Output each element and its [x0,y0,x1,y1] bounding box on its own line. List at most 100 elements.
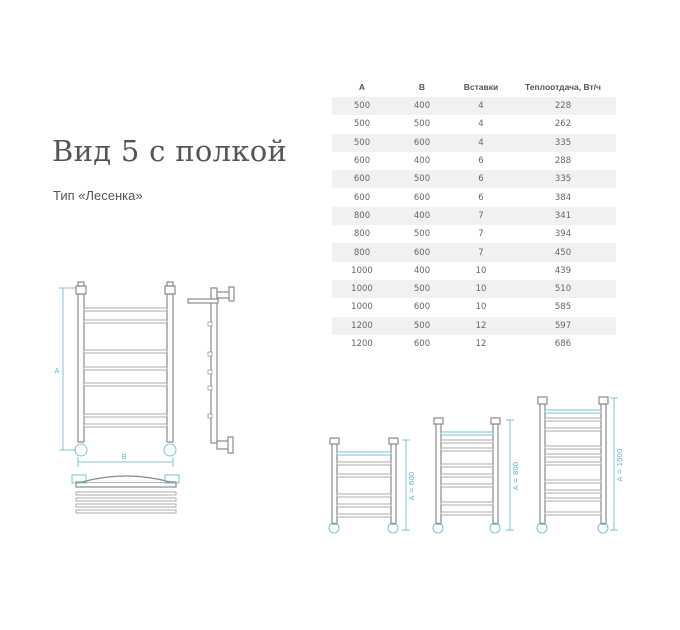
cell-b: 600 [413,302,431,313]
cell-heat: 384 [554,192,572,203]
cell-a: 1200 [351,339,373,349]
cell-inserts: 10 [475,265,487,276]
cell-b: 500 [392,279,452,299]
cell-a: 800 [353,229,371,240]
cell-heat: 335 [510,170,616,189]
size-600-drawing: A = 600 [328,437,416,534]
cell-heat: 288 [554,156,572,167]
cell-b: 400 [392,97,452,116]
cell-inserts: 6 [478,156,484,167]
page-title: Вид 5 с полкой [52,134,288,168]
rung [83,366,168,371]
cell-inserts: 4 [478,119,484,130]
cell-a: 1000 [351,265,373,276]
cell-a: 600 [353,156,371,167]
rung [83,307,168,312]
cell-heat: 585 [554,302,572,313]
rung [83,413,168,418]
col-header-a: A [358,82,366,92]
page-subtitle: Тип «Лесенка» [53,188,143,203]
cell-inserts: 6 [452,170,510,189]
cell-inserts: 6 [478,192,484,203]
cell-b: 500 [413,119,431,130]
side-view-drawing [187,286,235,454]
dimension-b-label: B [122,453,127,461]
table-row: 1200 600 12 686 [332,335,616,353]
size-800-label: A = 800 [512,462,520,490]
cell-heat: 510 [510,279,616,299]
cell-a: 500 [332,97,392,116]
rung [83,423,168,428]
cell-heat: 450 [510,243,616,262]
table-row: 1000 400 10 439 [332,262,616,280]
cell-inserts: 10 [452,279,510,299]
cell-b: 600 [392,243,452,262]
rung [83,349,168,354]
cell-heat: 341 [510,206,616,226]
cell-a: 600 [353,192,371,203]
cell-b: 600 [413,192,431,203]
cell-a: 1000 [332,279,392,299]
size-800-drawing: A = 800 [432,417,520,534]
cell-b: 400 [413,265,431,276]
right-pipe [166,293,174,443]
cell-b: 600 [413,339,431,349]
cell-b: 500 [392,170,452,189]
dimension-a-label: A [55,367,60,375]
table-header-row: A B Вставки Теплоотдача, Вт/ч [332,77,616,97]
cell-a: 1000 [351,302,373,313]
cell-a: 800 [332,243,392,262]
front-view-drawing: A B [55,281,177,467]
col-header-b: B [418,82,426,92]
cell-inserts: 12 [452,316,510,335]
left-bottom-connector [74,443,88,457]
cell-inserts: 12 [475,339,487,349]
cell-b: 400 [392,206,452,226]
left-valve [75,285,87,295]
size-1000-drawing: A = 1000 [536,396,624,534]
cell-b: 500 [413,229,431,240]
cell-heat: 262 [554,119,572,130]
cell-inserts: 7 [452,243,510,262]
right-valve [164,285,176,295]
cell-inserts: 10 [475,302,487,313]
size-1000-label: A = 1000 [616,449,624,482]
cell-a: 500 [353,119,371,130]
cell-inserts: 4 [452,97,510,116]
rung [83,382,168,387]
cell-inserts: 4 [452,133,510,152]
cell-heat: 394 [554,229,572,240]
cell-heat: 439 [554,265,572,276]
cell-inserts: 7 [452,206,510,226]
table-row: 500 500 4 262 [332,115,616,133]
cell-heat: 335 [510,133,616,152]
cell-b: 500 [392,316,452,335]
shelf-top-view-drawing [71,474,180,514]
table-row: 800 500 7 394 [332,225,616,243]
cell-a: 1200 [332,316,392,335]
col-header-heat: Теплоотдача, Вт/ч [525,82,601,92]
right-bottom-connector [163,443,177,457]
cell-inserts: 7 [478,229,484,240]
col-header-inserts: Вставки [463,82,499,92]
cell-a: 600 [332,170,392,189]
cell-a: 800 [332,206,392,226]
left-pipe [77,293,85,443]
cell-heat: 686 [554,339,572,349]
size-600-label: A = 600 [408,472,416,500]
cell-heat: 597 [510,316,616,335]
table-row: 600 600 6 384 [332,188,616,206]
cell-b: 600 [392,133,452,152]
rung [83,319,168,324]
side-bottom-fitting [216,440,230,450]
